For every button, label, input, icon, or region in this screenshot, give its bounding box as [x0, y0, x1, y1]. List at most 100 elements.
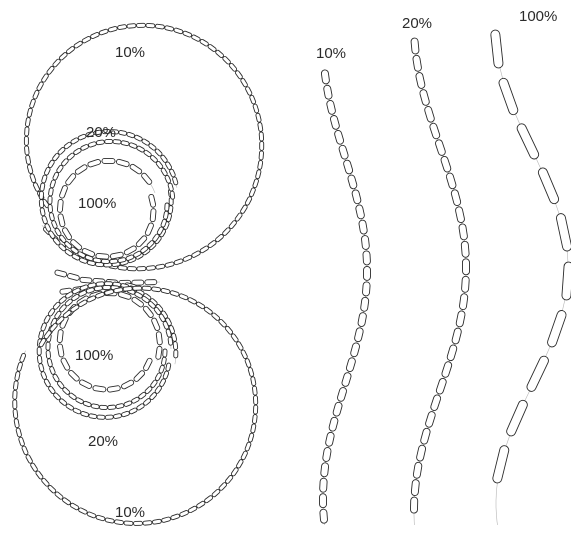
coil-10-top-segment [24, 145, 30, 156]
coil-20-bottom-b-segment [90, 403, 100, 410]
coil-10-top-segment [257, 122, 264, 132]
coil-20-bottom-a-segment [113, 413, 122, 419]
strand-10-segment [334, 129, 345, 145]
strand-10-segment [319, 477, 328, 493]
coil-100-bottom-segment [117, 291, 132, 300]
strand-10-segment [350, 342, 360, 358]
coil-10-bottom-segment [187, 505, 198, 514]
coil-20-bottom-b-segment [82, 400, 92, 408]
coil-10-top-segment [32, 89, 40, 100]
coil-10-top-segment [235, 70, 243, 80]
coil-10-bottom-segment [47, 485, 57, 494]
coil-100-bottom-segment [133, 370, 146, 382]
coil-10-top-segment [155, 263, 166, 270]
coil-10-bottom-segment [247, 432, 255, 443]
coil-20-top-a-segment [41, 215, 48, 225]
coil-10-top-segment [234, 212, 243, 222]
strand-20-segment [458, 223, 468, 241]
coil-10-top-segment [32, 182, 40, 192]
coil-20-top-a-segment [172, 176, 179, 186]
coil-100-top-segment [144, 222, 154, 236]
coil-10-top-segment [244, 196, 253, 206]
coil-10-top-segment [182, 30, 193, 38]
coil-100-bottom-segment [151, 317, 161, 331]
coil-10-bottom-segment [55, 316, 65, 325]
coil-10-bottom-segment [247, 367, 255, 377]
coil-10-top-segment [240, 78, 248, 88]
coil-10-top-segment [191, 250, 201, 258]
coil-10-bottom-segment [236, 459, 244, 469]
coil-20-bottom-b-segment [115, 403, 125, 409]
coil-20-top-a [38, 129, 179, 268]
coil-20-bottom-b-segment [107, 404, 117, 410]
coil-10-top-segment [258, 131, 265, 142]
strand-10-segment [319, 508, 328, 524]
coil-10-bottom-segment [25, 454, 33, 464]
coil-100-bottom-segment [121, 379, 135, 390]
coil-100-top-segment [57, 198, 64, 213]
coil-100-bottom-segment [131, 296, 144, 308]
coil-100-top-segment [59, 185, 68, 199]
coil-100-bottom-segment [143, 357, 153, 371]
coil-10-bottom-segment [240, 349, 248, 359]
coil-100-top-segment [116, 158, 130, 168]
strand-10-segment [330, 115, 340, 130]
strand-10-segment [360, 296, 370, 312]
coil-10-top-segment [207, 240, 217, 249]
coil-100-bottom-segment [68, 370, 80, 382]
strand-20-segment [430, 394, 442, 411]
strand-10-segment [328, 416, 339, 432]
coil-10-bottom-segment [15, 427, 22, 438]
strand-20-segment [451, 327, 462, 345]
coil-10-top-segment [126, 23, 137, 29]
strand-20-segment [429, 122, 441, 140]
coil-10-bottom-segment [12, 399, 18, 410]
label-inner-bottom: 100% [75, 347, 113, 364]
coil-10-top-segment [191, 34, 201, 42]
strand-10-segment [326, 100, 336, 115]
coil-10-bottom-segment [196, 500, 206, 509]
strand-100-segment [547, 310, 567, 348]
coil-20-top-a-segment [38, 199, 45, 209]
strand-20-segment [410, 37, 420, 55]
coil-10-bottom-segment [49, 322, 58, 332]
coil-10-bottom-segment [38, 338, 47, 348]
coil-100-top-segment [148, 193, 157, 208]
coil-20-top-a-segment [39, 182, 46, 192]
coil-10-top-segment [117, 265, 128, 271]
strand-100-segment [516, 123, 540, 160]
coil-10-top-segment [117, 24, 128, 30]
coil-20-top-b-segment [54, 227, 62, 237]
strand-10-segment [361, 235, 370, 250]
coil-10-top-segment [240, 204, 248, 214]
strand-20-segment [425, 411, 436, 428]
coil-20-top-b-segment [164, 175, 172, 184]
coil-10-bottom-segment [13, 380, 19, 391]
label-strand-100: 100% [519, 8, 557, 25]
coil-100-bottom-segment [155, 331, 163, 346]
coil-20-top-a-segment [126, 131, 136, 139]
coil-100-bottom-segment [57, 343, 65, 358]
coil-10-bottom-segment [161, 516, 171, 523]
coil-10-bottom-segment [113, 287, 124, 294]
strand-20-segment [420, 427, 431, 445]
coil-100-bottom-segment [142, 305, 154, 318]
coil-10-bottom-segment [236, 341, 244, 351]
coil-10-top-segment [23, 135, 29, 146]
coil-100-top-segment [135, 235, 148, 248]
label-outer-top: 10% [115, 44, 145, 61]
coil-10-top-segment [255, 169, 262, 180]
strand-10-segment [323, 84, 333, 100]
coil-20-bottom-b-segment [102, 284, 112, 291]
coil-100-top-segment [61, 227, 73, 241]
strand-10-segment [332, 401, 343, 417]
coil-100-top-segment [101, 158, 116, 164]
coil-100-bottom-segment [60, 357, 71, 371]
coil-100-top-segment [74, 164, 88, 175]
coil-10-bottom-segment [250, 423, 257, 434]
coil-10-bottom-segment [253, 404, 259, 415]
coil-10-top-segment [199, 245, 209, 254]
coil-20-top-a-segment [169, 168, 176, 178]
strand-10-segment [362, 281, 371, 297]
coil-20-bottom-b-segment [167, 336, 174, 346]
